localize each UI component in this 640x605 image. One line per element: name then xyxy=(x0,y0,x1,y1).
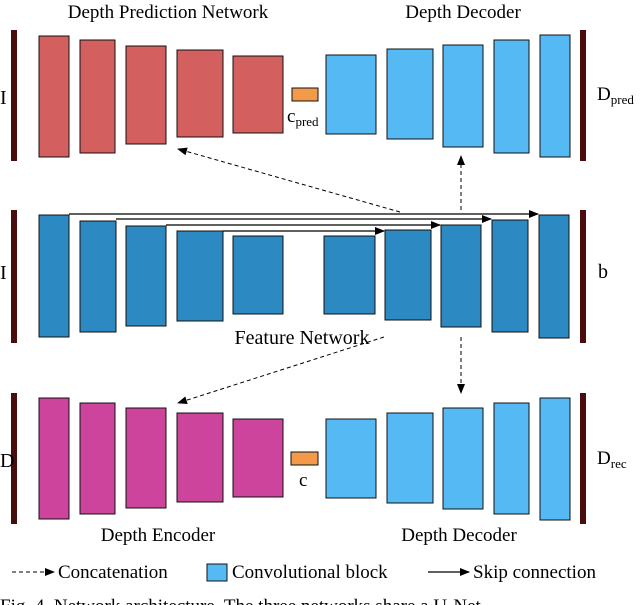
top-encoder-block-4 xyxy=(176,49,224,138)
bottom-encoder-block-5 xyxy=(232,418,284,498)
concat-arrow-to-bottom-encoder xyxy=(177,336,385,405)
feature-network-title: Feature Network xyxy=(235,327,370,349)
output-bar-middle xyxy=(580,210,586,343)
bottom-decoder-block-4 xyxy=(493,402,530,515)
bottom-depth-decoder-title: Depth Decoder xyxy=(401,525,517,546)
output-bar-top xyxy=(580,30,586,161)
c-label: c xyxy=(299,470,307,491)
legend-conv-swatch xyxy=(206,563,228,582)
feature-decoder-block-1 xyxy=(323,235,376,315)
top-decoder-block-2 xyxy=(386,48,434,140)
latent-c-pred-block xyxy=(291,87,319,102)
bottom-encoder-block-4 xyxy=(176,412,224,503)
bottom-encoder-block-3 xyxy=(125,407,167,509)
bottom-decoder-block-1 xyxy=(325,418,377,499)
input-bar-top xyxy=(11,30,17,161)
legend: Concatenation Convolutional block Skip c… xyxy=(12,562,596,583)
feature-encoder-block-4 xyxy=(176,230,224,322)
bottom-decoder-block-2 xyxy=(386,412,434,504)
top-decoder-block-5 xyxy=(539,34,571,158)
bottom-encoder-block-1 xyxy=(38,397,70,520)
feature-decoder-block-5 xyxy=(538,214,570,339)
input-bar-bottom xyxy=(11,393,17,524)
top-encoder-block-2 xyxy=(79,39,116,154)
output-bar-bottom xyxy=(580,393,586,524)
middle-input-label: I xyxy=(0,262,7,284)
depth-encoder-title: Depth Encoder xyxy=(101,525,216,546)
top-decoder-block-3 xyxy=(442,44,484,148)
top-depth-decoder-title: Depth Decoder xyxy=(405,2,521,23)
concat-arrow-to-top-encoder xyxy=(177,147,401,213)
d-pred-label: Dpred xyxy=(597,84,634,107)
latent-c-block xyxy=(290,451,319,466)
bottom-input-label: D xyxy=(0,450,14,472)
top-decoder-block-4 xyxy=(493,39,530,154)
c-pred-label: cpred xyxy=(287,106,319,129)
bottom-encoder-block-2 xyxy=(79,402,116,515)
legend-skip-connection: Skip connection xyxy=(473,562,596,583)
d-rec-label: Drec xyxy=(597,448,627,471)
top-encoder-block-5 xyxy=(232,55,284,134)
feature-encoder-block-1 xyxy=(38,214,70,338)
bottom-decoder-block-3 xyxy=(442,407,484,510)
feature-decoder-block-2 xyxy=(384,229,432,321)
depth-prediction-network-title: Depth Prediction Network xyxy=(68,2,269,23)
legend-conv-block: Convolutional block xyxy=(232,562,388,583)
feature-decoder-block-4 xyxy=(491,219,529,333)
top-decoder-block-1 xyxy=(325,54,377,135)
bottom-decoder-block-5 xyxy=(539,397,571,521)
input-bar-middle xyxy=(11,210,17,343)
top-encoder-block-3 xyxy=(125,45,167,145)
top-input-label: I xyxy=(0,87,7,109)
feature-decoder-block-3 xyxy=(440,224,482,328)
legend-concatenation: Concatenation xyxy=(58,562,168,583)
top-encoder-block-1 xyxy=(38,35,70,158)
middle-output-label: b xyxy=(598,261,608,283)
feature-encoder-block-2 xyxy=(79,220,117,333)
figure-caption: Fig. 4. Network architecture. The three … xyxy=(0,596,482,605)
feature-encoder-block-5 xyxy=(232,235,284,315)
feature-encoder-block-3 xyxy=(125,225,167,327)
